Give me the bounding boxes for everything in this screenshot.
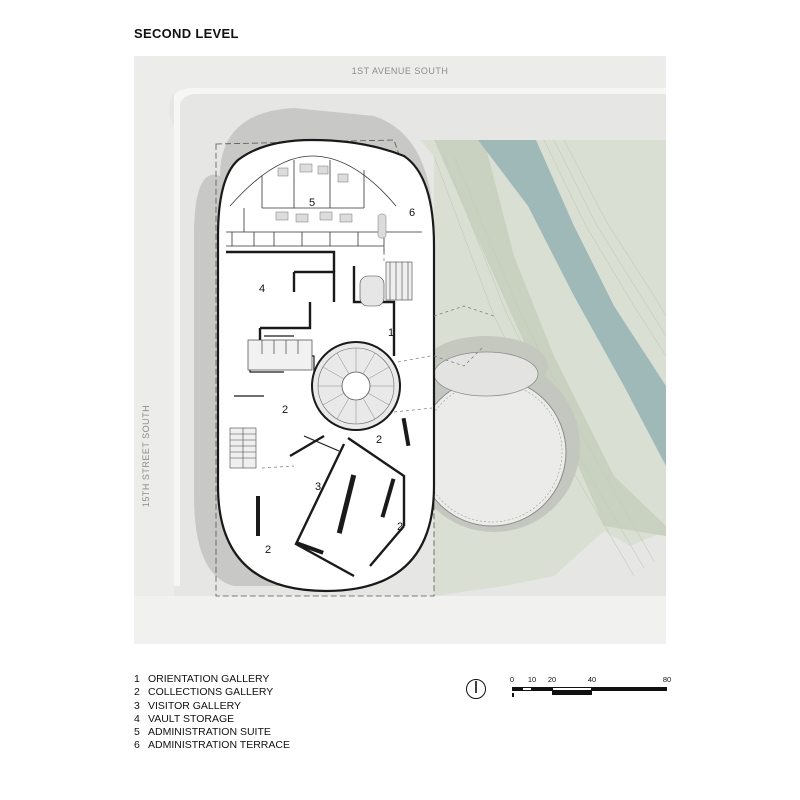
scale-tick-label: 40 <box>587 675 597 684</box>
drum-volume <box>417 377 567 527</box>
room-label-2: 2 <box>265 544 271 556</box>
scale-tick-label: 80 <box>662 675 672 684</box>
street-label-left: 15TH STREET SOUTH <box>141 405 151 507</box>
scale-tick-label: 0 <box>509 675 515 684</box>
street-top <box>134 56 666 94</box>
scale-bar: 0 10 20 40 80 <box>508 675 673 705</box>
north-arrow-icon <box>466 679 486 699</box>
room-label-1: 1 <box>388 327 394 339</box>
scale-tick-label: 20 <box>547 675 557 684</box>
street-label-top: 1ST AVENUE SOUTH <box>352 66 449 76</box>
spiral-stair <box>311 341 401 431</box>
page-title: SECOND LEVEL <box>134 26 239 41</box>
room-label-6: 6 <box>409 207 415 219</box>
room-label-4: 4 <box>259 283 265 295</box>
street-left <box>134 94 174 596</box>
room-label-2: 2 <box>282 404 288 416</box>
room-label-5: 5 <box>309 197 315 209</box>
floor-plan: 1ST AVENUE SOUTH 15TH STREET SOUTH 1 2 2… <box>134 56 666 644</box>
scale-tick-label: 10 <box>527 675 537 684</box>
room-label-3: 3 <box>315 481 321 493</box>
room-label-2: 2 <box>397 521 403 533</box>
street-bottom <box>134 596 666 644</box>
room-label-2: 2 <box>376 434 382 446</box>
